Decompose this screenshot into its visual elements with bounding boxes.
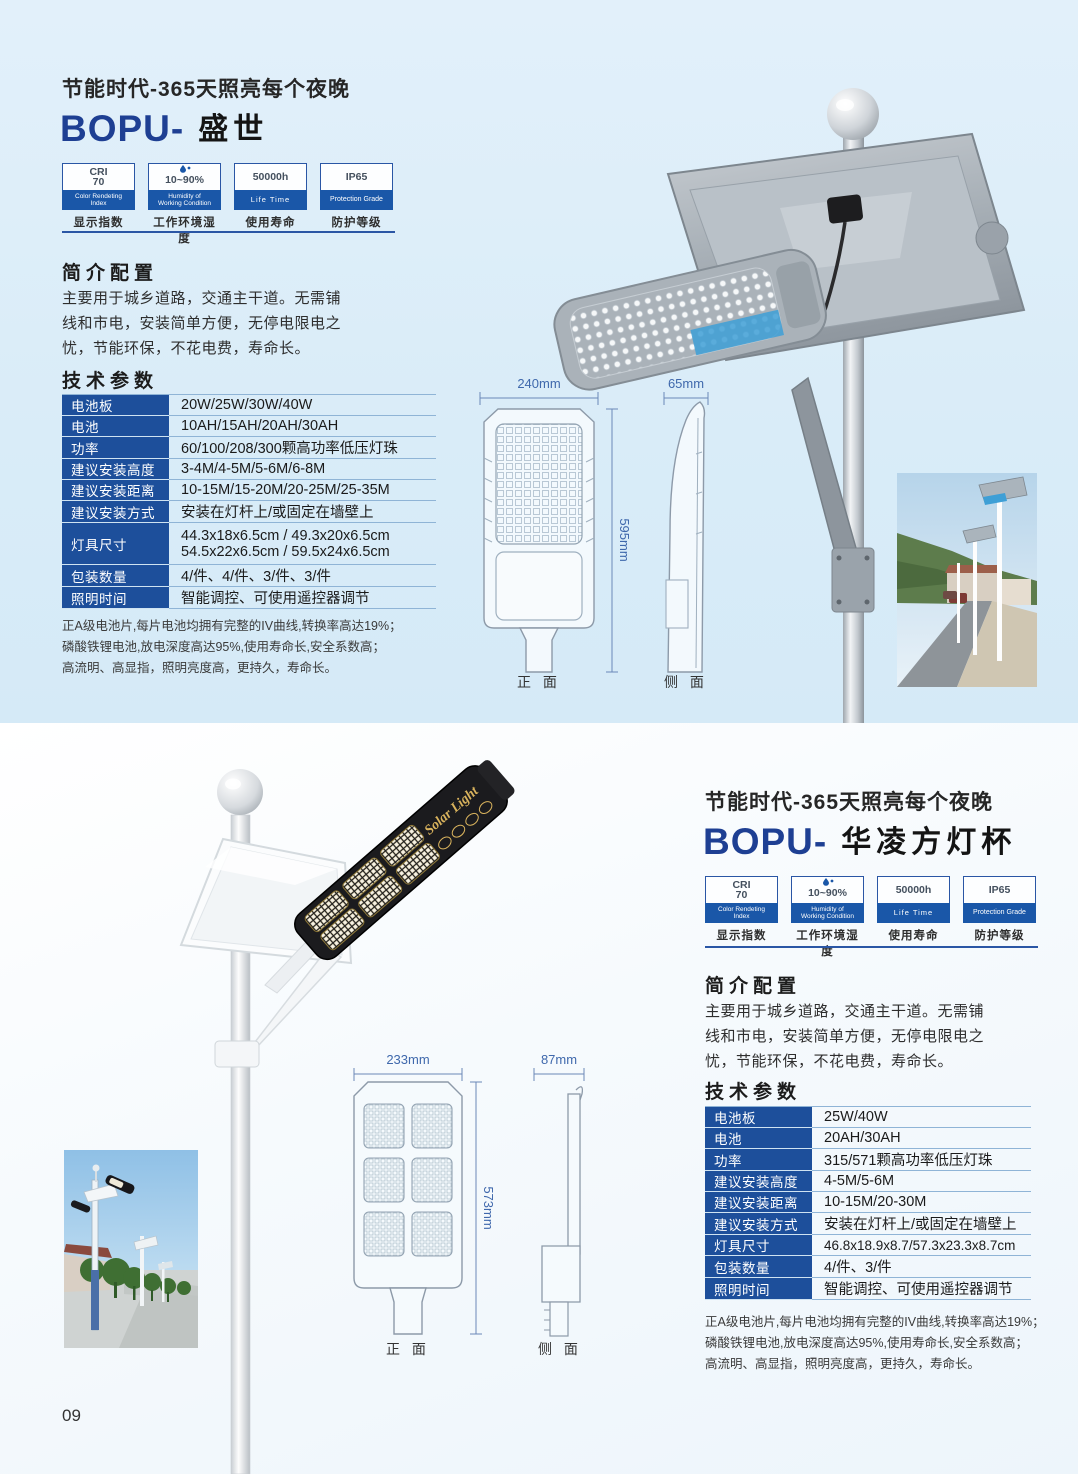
product-name: 盛世 (198, 113, 269, 146)
slogan-bottom: 节能时代-365天照亮每个夜晚 (705, 791, 994, 814)
table-row: 功率 60/100/208/300颗高功率低压灯珠 (62, 437, 436, 459)
badge-cri-value: CRI 70 (62, 163, 135, 190)
table-row: 建议安装距离 10-15M/20-30M (705, 1192, 1031, 1213)
badge-humidity-en: Humidity of Working Condition (791, 903, 864, 923)
table-row: 灯具尺寸 44.3x18x6.5cm / 49.3x20x6.5cm 54.5x… (62, 523, 436, 565)
table-row: 建议安装方式 安装在灯杆上/或固定在墙壁上 (705, 1213, 1031, 1235)
dimension-drawing-hualing: 233mm 573mm 87mm 正 面 侧 面 (353, 1052, 585, 1357)
badge-humidity: 10~90% Humidity of Working Condition 工作环… (791, 876, 864, 959)
table-row: 电池 20AH/30AH (705, 1128, 1031, 1149)
table-row: 建议安装方式 安装在灯杆上/或固定在墙壁上 (62, 501, 436, 523)
badge-ip65-en: Protection Grade (963, 903, 1036, 923)
table-row: 电池板 25W/40W (705, 1107, 1031, 1128)
dim-height: 595mm (617, 518, 632, 561)
badge-cri: CRI 70 Color Rendeting Index 显示指数 (62, 163, 135, 246)
specs-heading: 技术参数 (62, 371, 159, 392)
intro-paragraph: 主要用于城乡道路，交通主干道。无需铺 线和市电，安装简单方便，无停电限电之 忧，… (705, 1003, 985, 1070)
table-row: 包装数量 4/件、4/件、3/件、3/件 (62, 565, 436, 587)
table-row: 照明时间 智能调控、可使用遥控器调节 (62, 587, 436, 609)
product-name: 华凌方灯杯 (841, 826, 1017, 859)
badge-ip65: IP65 Protection Grade 防护等级 (963, 876, 1036, 959)
section-shengshi: 节能时代-365天照亮每个夜晚 BOPU- 盛世 CRI 70 Color Re… (0, 0, 1078, 723)
caption-side: 侧 面 (664, 674, 708, 690)
brand-logo: BOPU- (703, 821, 828, 862)
badge-ip65-value: IP65 (963, 876, 1036, 903)
table-row: 灯具尺寸 46.8x18.9x8.7/57.3x23.3x8.7cm (705, 1235, 1031, 1256)
street-photo-top (897, 473, 1037, 687)
dim-front-width: 233mm (386, 1052, 429, 1067)
specs-table-bottom: 电池板 25W/40W 电池 20AH/30AH 功率 315/571颗高功率低… (705, 1106, 1031, 1300)
footnotes-top: 正A级电池片,每片电池均拥有完整的IV曲线,转换率高达19%； 磷酸铁锂电池,放… (62, 619, 402, 675)
divider-rule (705, 946, 1038, 948)
table-row: 建议安装高度 3-4M/4-5M/5-6M/6-8M (62, 459, 436, 480)
badge-cri-value: CRI 70 (705, 876, 778, 903)
intro-paragraph: 主要用于城乡道路，交通主干道。无需铺 线和市电，安装简单方便，无停电限电之 忧，… (62, 290, 342, 357)
badge-cri-en: Color Rendeting Index (62, 190, 135, 210)
product-title-bottom: BOPU- 华凌方灯杯 (703, 817, 1016, 863)
dim-side-width: 65mm (668, 376, 704, 391)
badge-cri-en: Color Rendeting Index (705, 903, 778, 923)
intro-heading: 简介配置 (62, 263, 159, 284)
badge-humidity-en: Humidity of Working Condition (148, 190, 221, 210)
badge-lifetime: 50000h Life Time 使用寿命 (234, 163, 307, 246)
street-photo-bottom (64, 1150, 198, 1348)
water-drop-icon (179, 165, 190, 173)
badge-row-bottom: CRI 70 Color Rendeting Index 显示指数 10~90%… (705, 876, 1036, 959)
badge-row-top: CRI 70 Color Rendeting Index 显示指数 10~90%… (62, 163, 393, 246)
dim-height: 573mm (481, 1186, 496, 1229)
badge-lifetime-en: Life Time (877, 903, 950, 923)
table-row: 包装数量 4/件、3/件 (705, 1256, 1031, 1278)
table-row: 电池 10AH/15AH/20AH/30AH (62, 416, 436, 437)
badge-lifetime-en: Life Time (234, 190, 307, 210)
badge-cri: CRI 70 Color Rendeting Index 显示指数 (705, 876, 778, 959)
dimension-drawing-shengshi: 240mm 595mm 65mm 正 面 (479, 376, 709, 690)
dim-front-width: 240mm (517, 376, 560, 391)
dim-side-width: 87mm (541, 1052, 577, 1067)
slogan-top: 节能时代-365天照亮每个夜晚 (62, 78, 351, 101)
badge-humidity-value: 10~90% (148, 163, 221, 190)
water-drop-icon (822, 878, 833, 886)
product-title-top: BOPU- 盛世 (60, 104, 268, 150)
badge-humidity-value: 10~90% (791, 876, 864, 903)
table-row: 功率 315/571颗高功率低压灯珠 (705, 1149, 1031, 1171)
caption-front: 正 面 (386, 1341, 430, 1357)
badge-lifetime-value: 50000h (234, 163, 307, 190)
caption-front: 正 面 (517, 674, 561, 690)
badge-ip65: IP65 Protection Grade 防护等级 (320, 163, 393, 246)
divider-rule (62, 231, 395, 233)
product-photo-hualing: Solar Light (179, 760, 515, 1474)
badge-ip65-en: Protection Grade (320, 190, 393, 210)
page-number: 09 (62, 1406, 81, 1425)
section-hualing: 节能时代-365天照亮每个夜晚 BOPU- 华凌方灯杯 CRI 70 Color… (0, 723, 1078, 1474)
brand-logo: BOPU- (60, 108, 185, 149)
table-row: 建议安装高度 4-5M/5-6M (705, 1171, 1031, 1192)
badge-lifetime: 50000h Life Time 使用寿命 (877, 876, 950, 959)
product-photo-shengshi (553, 88, 1026, 723)
footnotes-bottom: 正A级电池片,每片电池均拥有完整的IV曲线,转换率高达19%； 磷酸铁锂电池,放… (705, 1315, 1045, 1371)
badge-lifetime-value: 50000h (877, 876, 950, 903)
table-row: 照明时间 智能调控、可使用遥控器调节 (705, 1278, 1031, 1300)
intro-heading: 简介配置 (705, 976, 802, 997)
table-row: 建议安装距离 10-15M/15-20M/20-25M/25-35M (62, 480, 436, 501)
caption-side: 侧 面 (538, 1341, 582, 1357)
table-row: 电池板 20W/25W/30W/40W (62, 395, 436, 416)
badge-ip65-value: IP65 (320, 163, 393, 190)
badge-humidity: 10~90% Humidity of Working Condition 工作环… (148, 163, 221, 246)
specs-heading: 技术参数 (705, 1082, 802, 1103)
specs-table-top: 电池板 20W/25W/30W/40W 电池 10AH/15AH/20AH/30… (62, 394, 436, 609)
